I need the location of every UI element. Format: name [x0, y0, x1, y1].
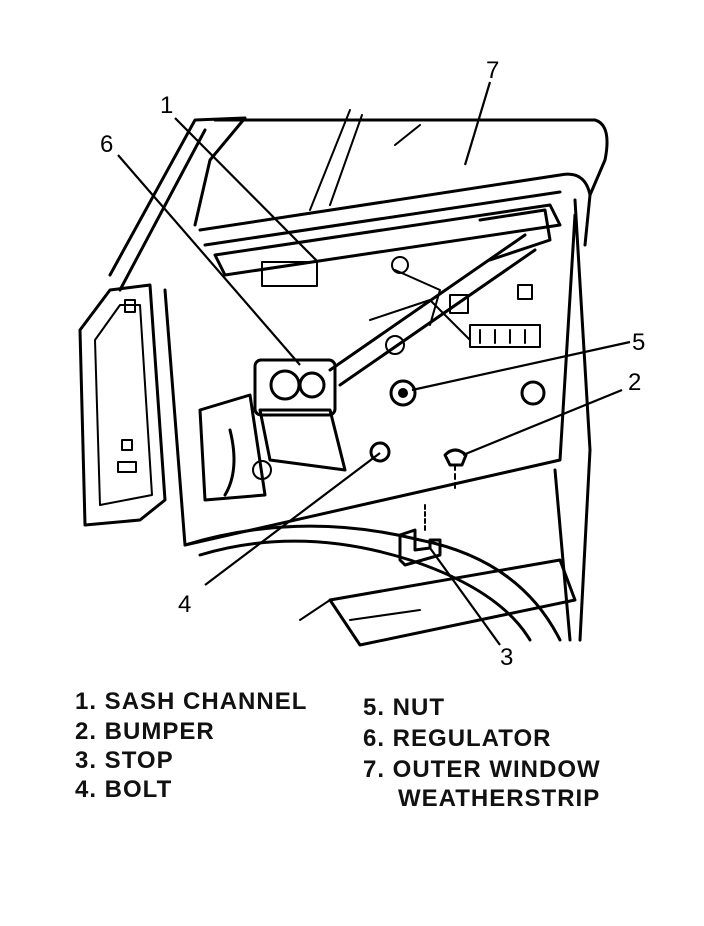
- leader-line-2: [462, 388, 623, 457]
- callout-3: 3: [500, 644, 513, 671]
- leader-lines: [117, 81, 631, 646]
- callout-2: 2: [628, 369, 641, 396]
- leader-line-6: [117, 154, 301, 366]
- legend-item-6: 6. REGULATOR: [363, 725, 552, 752]
- legend-item-7-line2: WEATHERSTRIP: [398, 785, 601, 812]
- callout-7: 7: [486, 57, 499, 84]
- legend-item-4: 4. BOLT: [75, 776, 173, 803]
- leader-line-3: [429, 547, 501, 646]
- legend-item-1: 1. SASH CHANNEL: [75, 688, 308, 715]
- leader-line-4: [204, 452, 381, 586]
- leader-line-5: [411, 340, 631, 392]
- leader-line-7: [463, 81, 492, 166]
- door-assembly-drawing: [78, 109, 609, 647]
- legend-item-5: 5. NUT: [363, 694, 446, 721]
- legend-item-3: 3. STOP: [75, 747, 174, 774]
- callout-1: 1: [160, 92, 173, 119]
- callout-4: 4: [178, 591, 191, 618]
- callout-numbers: 1 2 3 4 5 6 7: [100, 57, 645, 671]
- legend-item-7-line1: 7. OUTER WINDOW: [363, 756, 601, 783]
- legend-item-2: 2. BUMPER: [75, 718, 215, 745]
- callout-6: 6: [100, 131, 113, 158]
- callout-5: 5: [632, 329, 645, 356]
- leader-line-1: [174, 117, 319, 263]
